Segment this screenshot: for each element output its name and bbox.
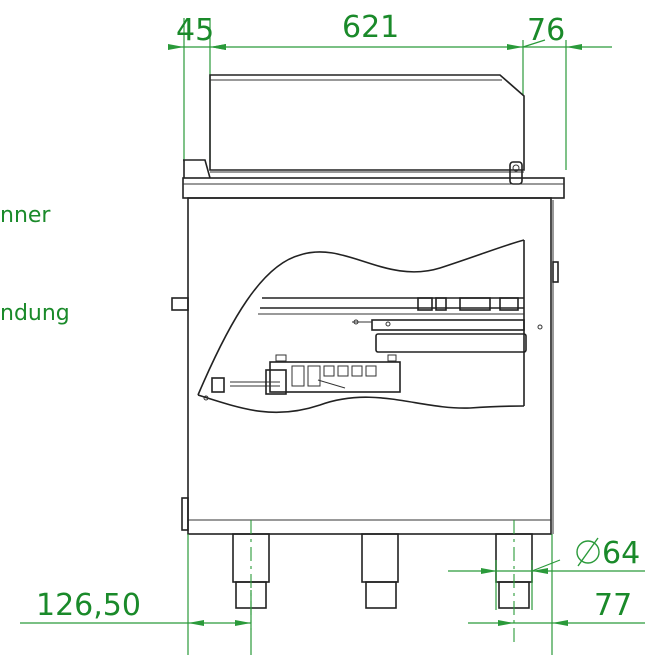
legs [232,520,533,645]
bottom-right-dimension [468,534,645,655]
dimension-126-50: 126,50 [36,588,141,623]
dimension-621: 621 [342,10,399,45]
diameter-dimension [448,537,645,610]
dimension-45: 45 [176,13,214,48]
bottom-left-dimension [20,534,252,655]
machine-outline [171,74,565,535]
diameter-icon [576,537,600,567]
dimension-77: 77 [594,588,632,623]
cutaway-section [197,239,543,414]
dimension-diameter-64: 64 [602,536,640,571]
side-label-upper: nner [0,203,51,228]
side-label-lower: ndung [0,301,70,326]
top-dimension-chain [168,18,612,170]
dimension-76: 76 [527,13,565,48]
